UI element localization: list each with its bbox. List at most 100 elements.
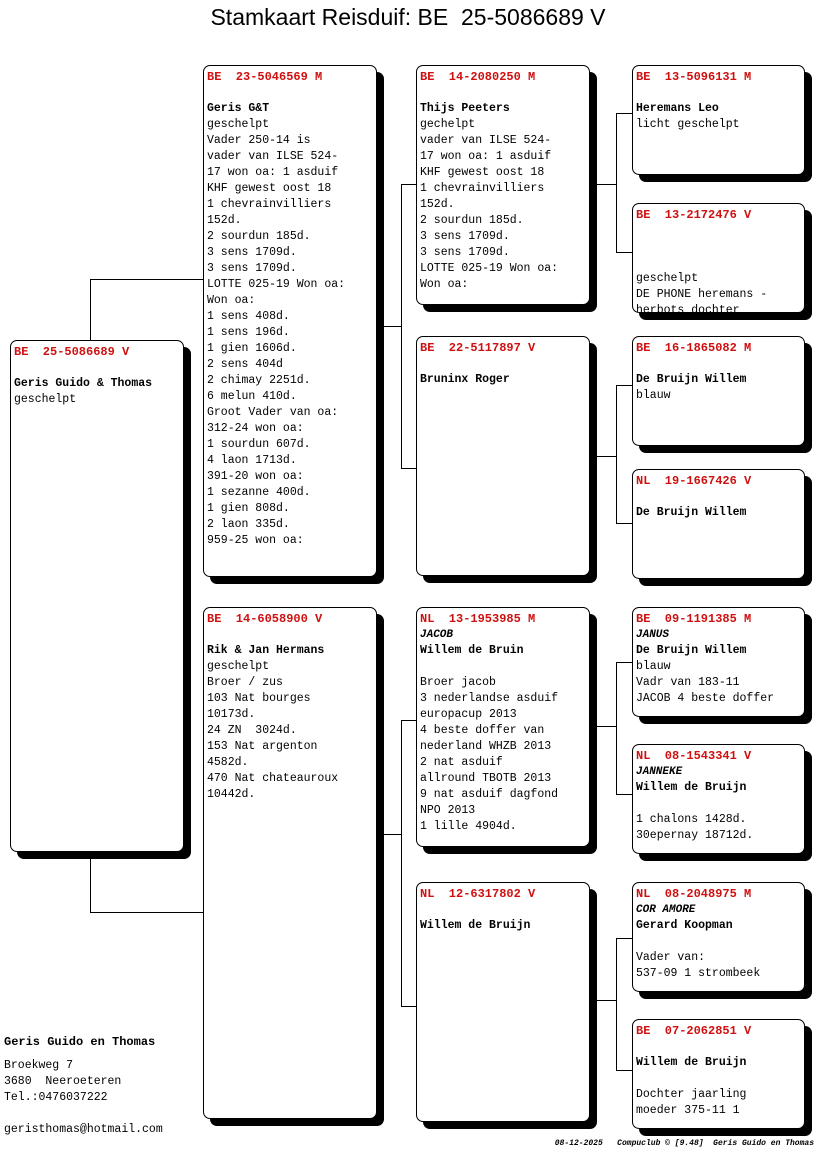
info-line: Dochter jaarling [636, 1088, 747, 1101]
pigeon-name [636, 1039, 804, 1055]
pigeon-name [420, 85, 589, 101]
ring-number: BE 22-5117897 V [420, 341, 536, 355]
breeder-name: De Bruijn Willem [636, 373, 747, 386]
info-line: 1 sens 196d. [207, 326, 290, 339]
owner-street: Broekweg 7 [4, 1059, 74, 1072]
page-title: Stamkaart Reisduif: BE 25-5086689 V [210, 4, 606, 30]
info-line: KHF gewest oost 18 [207, 182, 332, 195]
info-line [636, 1071, 804, 1087]
info-line: 24 ZN 3024d. [207, 724, 297, 737]
pigeon-name [14, 360, 183, 376]
info-line: Won oa: [207, 294, 256, 307]
info-line: 2 nat asduif [420, 756, 503, 769]
info-line: JACOB 4 beste doffer [636, 692, 775, 705]
info-line: 537-09 1 strombeek [636, 967, 761, 980]
breeder-name: De Bruijn Willem [636, 644, 747, 657]
info-line: vader van ILSE 524- [207, 150, 339, 163]
pigeon-card-fm-mother: NL 19-1667426 V De Bruijn Willem [632, 469, 805, 579]
info-line: 30epernay 18712d. [636, 829, 754, 842]
ring-number: BE 13-2172476 V [636, 208, 752, 222]
ring-number: BE 16-1865082 M [636, 341, 752, 355]
ring-number: NL 12-6317802 V [420, 887, 536, 901]
info-line: licht geschelpt [636, 118, 740, 131]
info-line: 17 won oa: 1 asduif [207, 166, 339, 179]
info-line [636, 255, 804, 271]
owner-address-block: Geris Guido en Thomas Broekweg 7 3680 Ne… [4, 1034, 163, 1138]
owner-city: 3680 Neeroeteren [4, 1075, 122, 1088]
info-line: Won oa: [420, 278, 469, 291]
info-line: Vader 250-14 is [207, 134, 311, 147]
info-line: 152d. [420, 198, 455, 211]
info-line: 1 gien 808d. [207, 502, 290, 515]
info-line: 153 Nat argenton [207, 740, 318, 753]
info-line: 10173d. [207, 708, 256, 721]
info-line: 3 sens 1709d. [207, 246, 297, 259]
ring-number: BE 14-2080250 M [420, 70, 536, 84]
info-line: Broer / zus [207, 676, 283, 689]
ring-number: BE 07-2062851 V [636, 1024, 752, 1038]
owner-spacer [4, 1106, 163, 1122]
breeder-name [636, 239, 804, 255]
info-line: 391-20 won oa: [207, 470, 304, 483]
info-line: geschelpt [207, 118, 270, 131]
info-line: 3 sens 1709d. [420, 230, 510, 243]
info-line: LOTTE 025-19 Won oa: [420, 262, 559, 275]
info-line: 1 chalons 1428d. [636, 813, 747, 826]
owner-phone: Tel.:0476037222 [4, 1091, 108, 1104]
ring-number: NL 19-1667426 V [636, 474, 752, 488]
ring-number: NL 13-1953985 M [420, 612, 536, 626]
info-line: Broer jacob [420, 676, 496, 689]
pigeon-name: JANNEKE [636, 766, 683, 778]
info-line: 1 sourdun 607d. [207, 438, 311, 451]
info-line: KHF gewest oost 18 [420, 166, 545, 179]
info-line: 10442d. [207, 788, 256, 801]
info-line: allround TBOTB 2013 [420, 772, 552, 785]
info-line: 2 chimay 2251d. [207, 374, 311, 387]
pigeon-name [420, 902, 589, 918]
ring-number: BE 23-5046569 M [207, 70, 323, 84]
info-line: europacup 2013 [420, 708, 517, 721]
info-line: 1 chevrainvilliers [207, 198, 332, 211]
pigeon-name [420, 356, 589, 372]
info-line: 1 gien 1606d. [207, 342, 297, 355]
info-line: 2 sourdun 185d. [420, 214, 524, 227]
pigeon-name: COR AMORE [636, 904, 696, 916]
pigeon-name [636, 356, 804, 372]
ring-number: BE 14-6058900 V [207, 612, 323, 626]
pigeon-name [207, 627, 376, 643]
breeder-name: De Bruijn Willem [636, 506, 747, 519]
info-line: Groot Vader van oa: [207, 406, 339, 419]
info-line: 2 sens 404d [207, 358, 283, 371]
info-line: 3 nederlandse asduif [420, 692, 559, 705]
info-line: herbots dochter [636, 304, 740, 313]
info-line: 2 laon 335d. [207, 518, 290, 531]
breeder-name: Willem de Bruijn [636, 781, 747, 794]
pigeon-name [636, 223, 804, 239]
info-line: Vader van: [636, 951, 706, 964]
pigeon-name: JANUS [636, 629, 670, 641]
info-line: blauw [636, 660, 671, 673]
info-line: 2 sourdun 185d. [207, 230, 311, 243]
info-line [636, 934, 804, 950]
breeder-name: Willem de Bruijn [420, 919, 531, 932]
breeder-name: Gerard Koopman [636, 919, 733, 932]
info-line [420, 659, 589, 675]
info-line: blauw [636, 389, 671, 402]
breeder-name: Willem de Bruijn [636, 1056, 747, 1069]
info-line: NPO 2013 [420, 804, 476, 817]
breeder-name: Geris Guido & Thomas [14, 377, 153, 390]
ring-number: BE 13-5096131 M [636, 70, 752, 84]
info-line: 1 chevrainvilliers [420, 182, 545, 195]
info-line: 4582d. [207, 756, 249, 769]
pigeon-name [207, 85, 376, 101]
